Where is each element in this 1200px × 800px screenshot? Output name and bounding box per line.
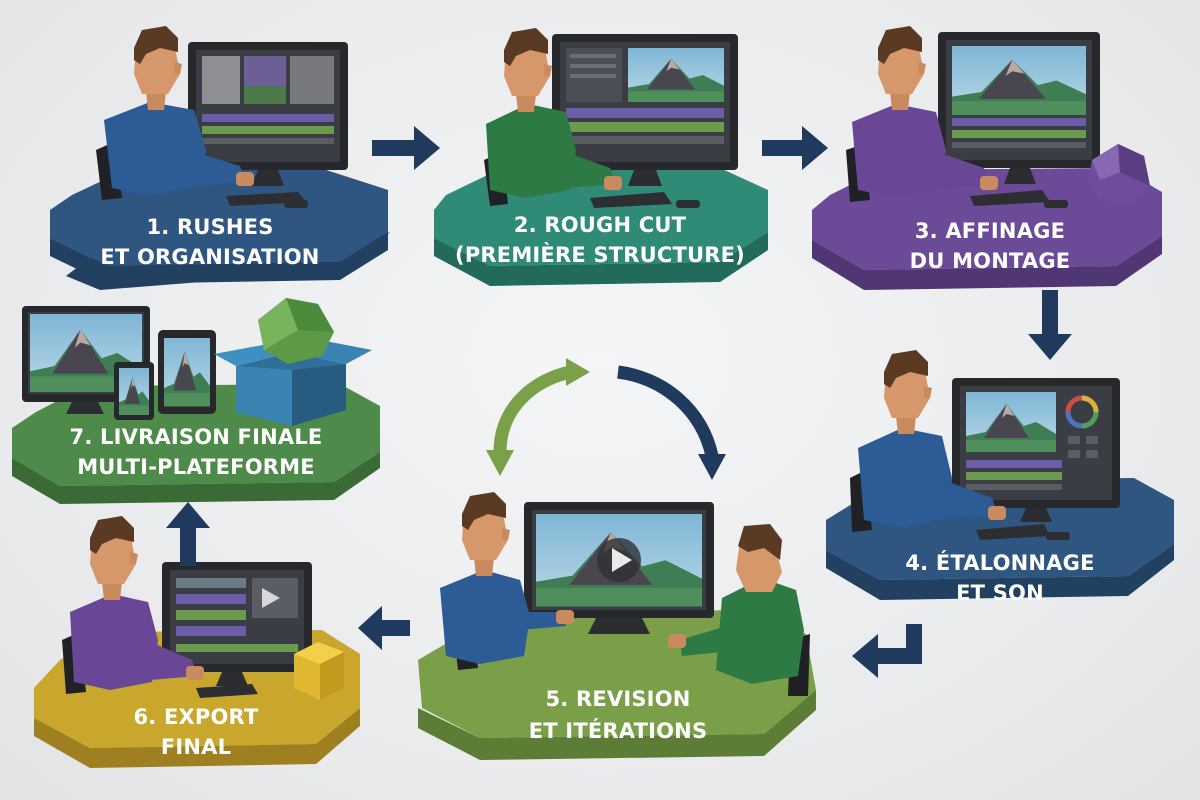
play-icon[interactable]	[262, 588, 280, 608]
arrow-icon	[762, 126, 828, 170]
station-label-line2: ET ORGANISATION	[100, 245, 319, 269]
editor-person-icon	[96, 26, 254, 200]
phone-icon	[114, 362, 154, 420]
station-label-line2: ET ITÉRATIONS	[529, 718, 708, 743]
station-livraison: 7. LIVRAISON FINALE MULTI-PLATEFORME	[12, 298, 380, 504]
arrow-icon	[358, 606, 410, 650]
keyboard	[970, 190, 1068, 208]
station-label-line1: 3. AFFINAGE	[915, 219, 1065, 243]
play-icon[interactable]	[597, 538, 641, 582]
station-label-line2: (PREMIÈRE STRUCTURE)	[455, 242, 745, 267]
arrow-icon	[852, 624, 922, 678]
station-label-line1: 7. LIVRAISON FINALE	[70, 425, 323, 449]
polyhedron-icon	[1088, 144, 1150, 206]
station-label-line2: MULTI-PLATEFORME	[77, 455, 315, 479]
monitor-icon	[188, 42, 348, 186]
monitor-icon	[162, 562, 312, 686]
cycle-arrows-icon	[486, 358, 726, 480]
client-person-icon	[668, 524, 810, 696]
station-label-line2: ET SON	[956, 581, 1044, 605]
station-affinage: 3. AFFINAGE DU MONTAGE	[812, 26, 1162, 290]
reviewer-person-icon	[440, 492, 574, 670]
arrow-icon	[1028, 290, 1072, 360]
arrow-icon	[166, 502, 210, 566]
monitor-icon	[938, 32, 1100, 184]
station-label-line1: 1. RUSHES	[146, 215, 273, 239]
editor-person-icon	[484, 28, 622, 206]
station-export: 6. EXPORT FINAL	[34, 516, 360, 768]
tablet-icon	[158, 330, 216, 414]
station-label-line1: 4. ÉTALONNAGE	[905, 550, 1094, 575]
monitor-icon	[552, 34, 738, 186]
editor-person-icon	[846, 26, 998, 202]
station-label-line2: FINAL	[161, 735, 231, 759]
station-rough-cut: 2. ROUGH CUT (PREMIÈRE STRUCTURE)	[434, 28, 768, 286]
station-revision: 5. REVISION ET ITÉRATIONS	[418, 492, 816, 760]
cube-icon	[294, 642, 344, 700]
station-rushes: 1. RUSHES ET ORGANISATION	[50, 26, 390, 290]
station-etalonnage: 4. ÉTALONNAGE ET SON	[826, 350, 1174, 605]
color-wheel-icon	[1065, 395, 1099, 429]
editor-person-icon	[62, 516, 204, 694]
station-label-line1: 5. REVISION	[545, 687, 690, 711]
polyhedron-icon	[258, 298, 334, 364]
arrow-icon	[372, 126, 440, 170]
editor-person-icon	[850, 350, 1006, 532]
monitor-icon	[952, 378, 1120, 522]
monitor-icon	[524, 502, 714, 634]
station-label-line2: DU MONTAGE	[910, 249, 1071, 273]
keyboard	[196, 684, 258, 698]
station-label-line1: 6. EXPORT	[133, 705, 259, 729]
keyboard	[976, 524, 1070, 540]
keyboard	[590, 192, 700, 208]
keyboard	[226, 192, 308, 208]
station-label-line1: 2. ROUGH CUT	[514, 213, 687, 237]
